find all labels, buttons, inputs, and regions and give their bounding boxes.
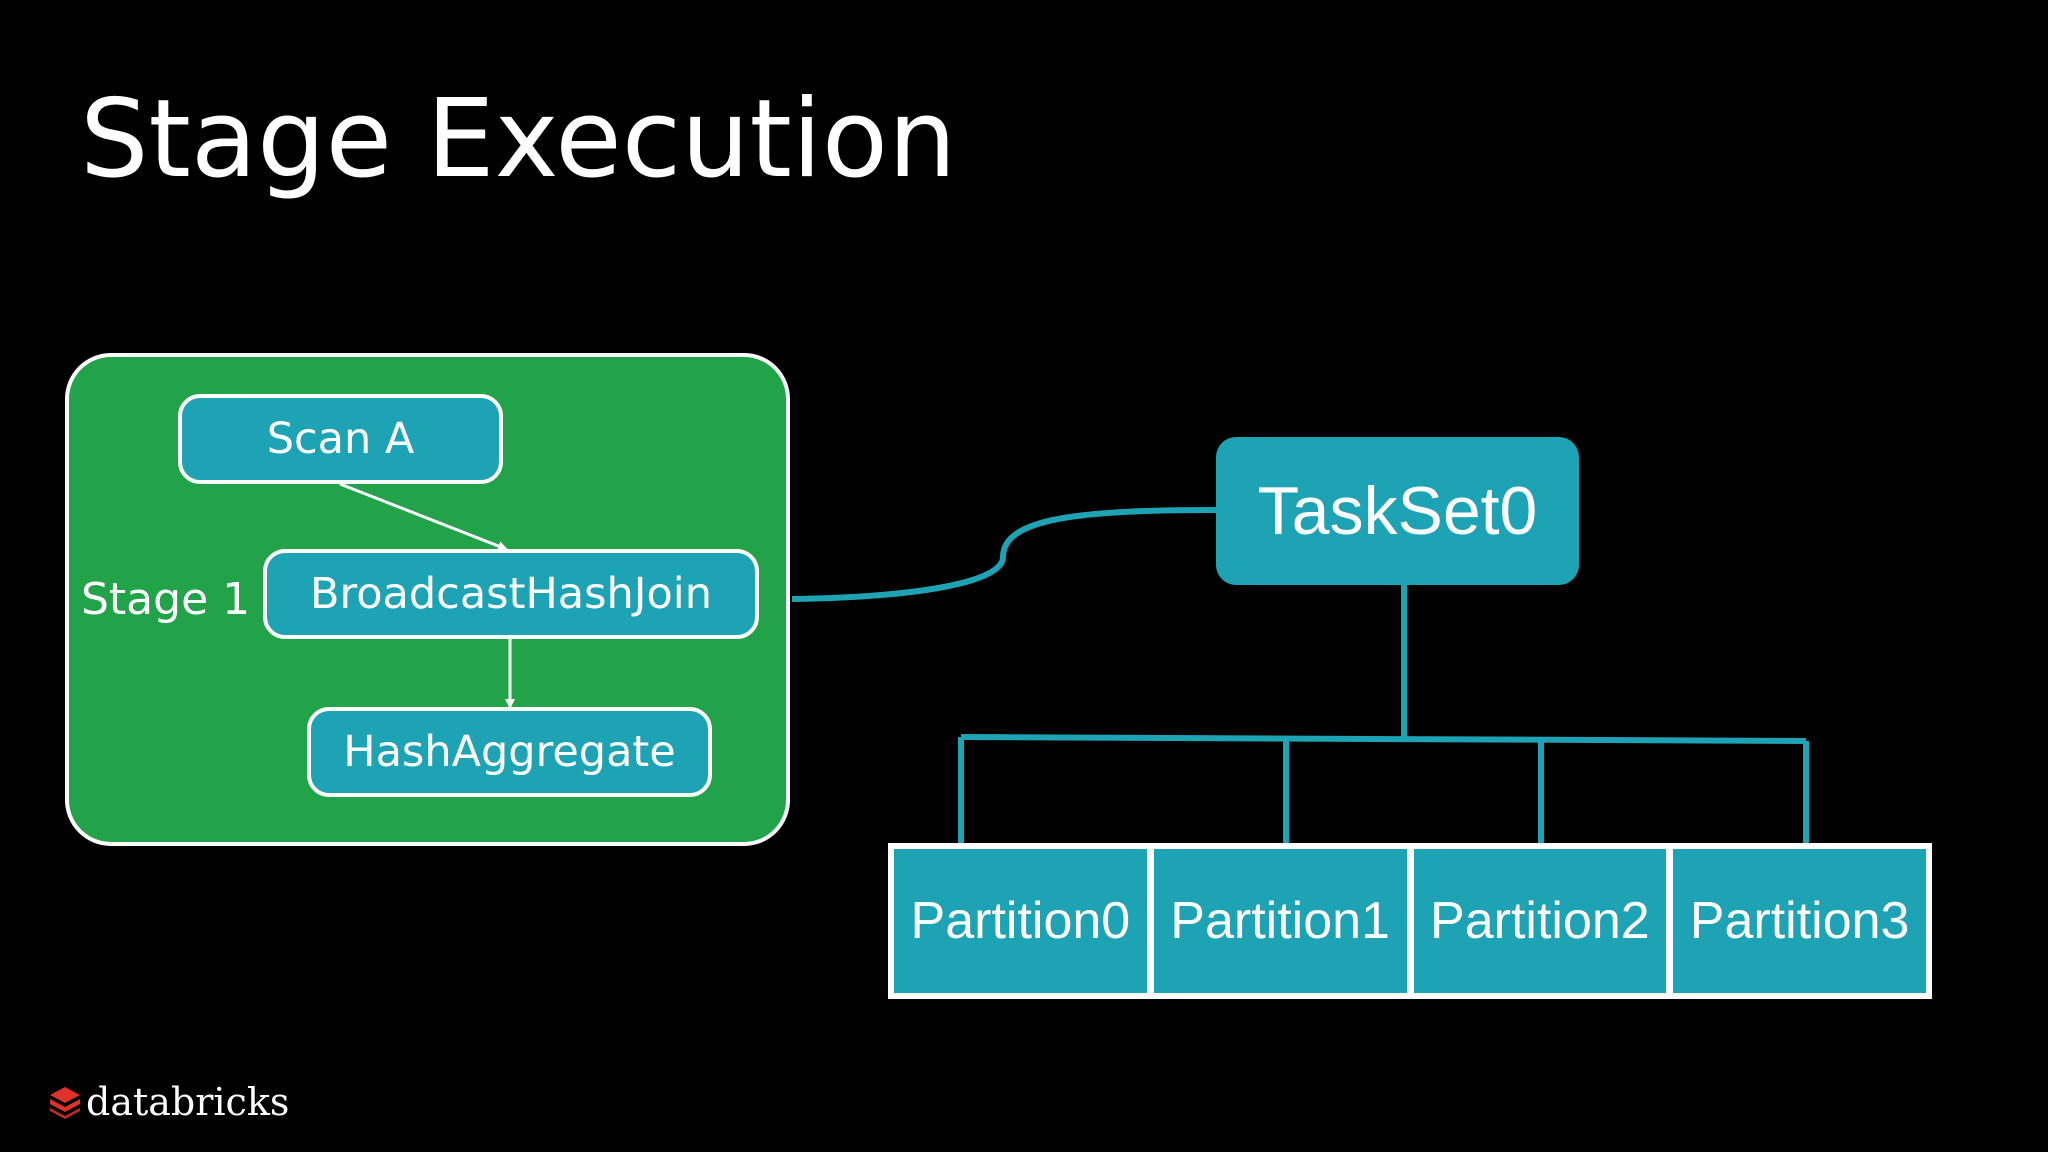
databricks-logo: databricks [48, 1080, 289, 1124]
databricks-logo-icon [50, 1087, 80, 1119]
taskset-tree [958, 585, 1809, 845]
partition-cell: Partition3 [1673, 849, 1926, 993]
broadcast-hash-join-node: BroadcastHashJoin [263, 549, 759, 639]
taskset-node: TaskSet0 [1216, 437, 1579, 585]
logo-wordmark: databricks [86, 1080, 290, 1124]
hash-aggregate-node: HashAggregate [307, 707, 712, 797]
partition-cell: Partition2 [1413, 849, 1667, 993]
partition-cell: Partition0 [894, 849, 1147, 993]
slide-title: Stage Execution [80, 77, 957, 202]
stage-label: Stage 1 [81, 574, 251, 625]
partition-cell: Partition1 [1153, 849, 1407, 993]
scan-node: Scan A [178, 394, 503, 484]
partition-row: Partition0 Partition1 Partition2 Partiti… [888, 843, 1932, 999]
stage-to-taskset-curve [791, 507, 1217, 602]
